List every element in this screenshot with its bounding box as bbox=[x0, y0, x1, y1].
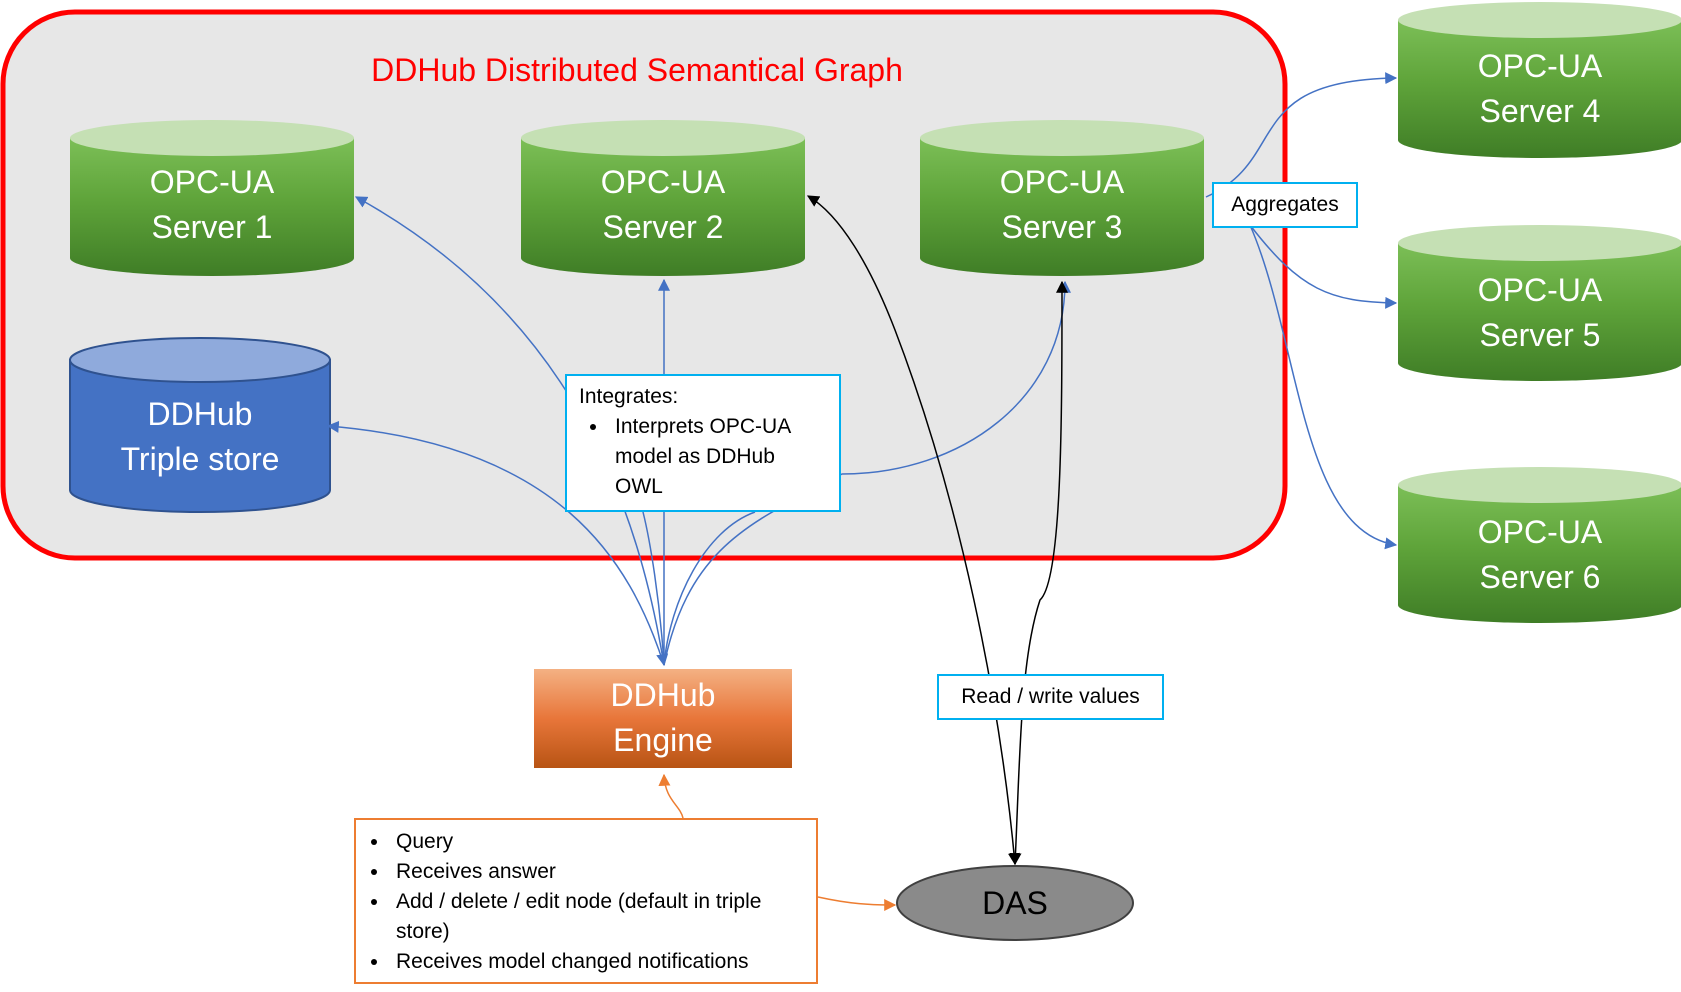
triple-store-label: DDHub Triple store bbox=[70, 392, 330, 482]
read-write-label: Read / write values bbox=[937, 674, 1164, 720]
engine-box bbox=[534, 669, 792, 768]
arrow-server-3-to-server-4 bbox=[1205, 72, 1398, 198]
server-4-cylinder bbox=[1398, 2, 1681, 158]
das-label: DAS bbox=[982, 885, 1048, 921]
server-4-line1: OPC-UA bbox=[1477, 48, 1603, 84]
integrates-item: Interprets OPC-UA model as DDHub OWL bbox=[609, 412, 827, 502]
integrates-heading: Integrates: bbox=[579, 385, 679, 408]
server-4-label: OPC-UA Server 4 bbox=[1398, 44, 1681, 134]
integrates-callout: Integrates: Interprets OPC-UA model as D… bbox=[565, 374, 841, 512]
das-action-notifications: Receives model changed notifications bbox=[390, 947, 804, 977]
triple-store-line2: Triple store bbox=[120, 441, 280, 477]
server-5-cylinder bbox=[1398, 225, 1681, 381]
server-6-cylinder bbox=[1398, 467, 1681, 623]
server-4-line2: Server 4 bbox=[1479, 93, 1601, 129]
arrow-server-3-to-server-6 bbox=[1249, 224, 1398, 550]
server-3-label: OPC-UA Server 3 bbox=[920, 160, 1204, 250]
triple-store-cylinder bbox=[69, 337, 331, 513]
server-2-line1: OPC-UA bbox=[600, 164, 726, 200]
server-3-line1: OPC-UA bbox=[999, 164, 1125, 200]
server-1-line1: OPC-UA bbox=[149, 164, 275, 200]
triple-store-line1: DDHub bbox=[147, 396, 253, 432]
engine-label: DDHub Engine bbox=[534, 673, 792, 763]
das-action-edit-node: Add / delete / edit node (default in tri… bbox=[390, 887, 804, 947]
arrow-actions-to-das bbox=[817, 896, 897, 911]
server-1-label: OPC-UA Server 1 bbox=[70, 160, 354, 250]
server-6-label: OPC-UA Server 6 bbox=[1398, 510, 1681, 600]
server-6-line1: OPC-UA bbox=[1477, 514, 1603, 550]
arrow-engine-extra-2 bbox=[663, 511, 756, 666]
das-ellipse bbox=[896, 865, 1134, 941]
server-2-label: OPC-UA Server 2 bbox=[521, 160, 805, 250]
das-action-receives-answer: Receives answer bbox=[390, 857, 804, 887]
diagram-title: DDHub Distributed Semantical Graph bbox=[371, 52, 903, 88]
server-5-line1: OPC-UA bbox=[1477, 272, 1603, 308]
server-5-label: OPC-UA Server 5 bbox=[1398, 268, 1681, 358]
arrow-das-to-server-3 bbox=[1009, 280, 1068, 866]
server-2-line2: Server 2 bbox=[602, 209, 724, 245]
integrates-list: Interprets OPC-UA model as DDHub OWL bbox=[579, 412, 827, 502]
server-5-line2: Server 5 bbox=[1479, 317, 1601, 353]
engine-line2: Engine bbox=[613, 722, 713, 758]
arrow-das-to-server-2 bbox=[806, 195, 1020, 866]
das-actions-list: Query Receives answer Add / delete / edi… bbox=[360, 827, 804, 977]
arrow-server-3-to-server-5 bbox=[1249, 224, 1398, 309]
das-actions-callout: Query Receives answer Add / delete / edi… bbox=[354, 818, 818, 984]
aggregates-label: Aggregates bbox=[1212, 182, 1358, 228]
arrow-actions-to-engine bbox=[658, 773, 684, 819]
das-action-query: Query bbox=[390, 827, 804, 857]
engine-line1: DDHub bbox=[610, 677, 716, 713]
server-1-line2: Server 1 bbox=[151, 209, 273, 245]
server-6-line2: Server 6 bbox=[1479, 559, 1601, 595]
arrow-engine-extra-1 bbox=[642, 511, 665, 666]
arrow-engine-to-triple-store bbox=[326, 420, 665, 666]
server-1-cylinder bbox=[70, 120, 354, 276]
server-3-line2: Server 3 bbox=[1001, 209, 1123, 245]
